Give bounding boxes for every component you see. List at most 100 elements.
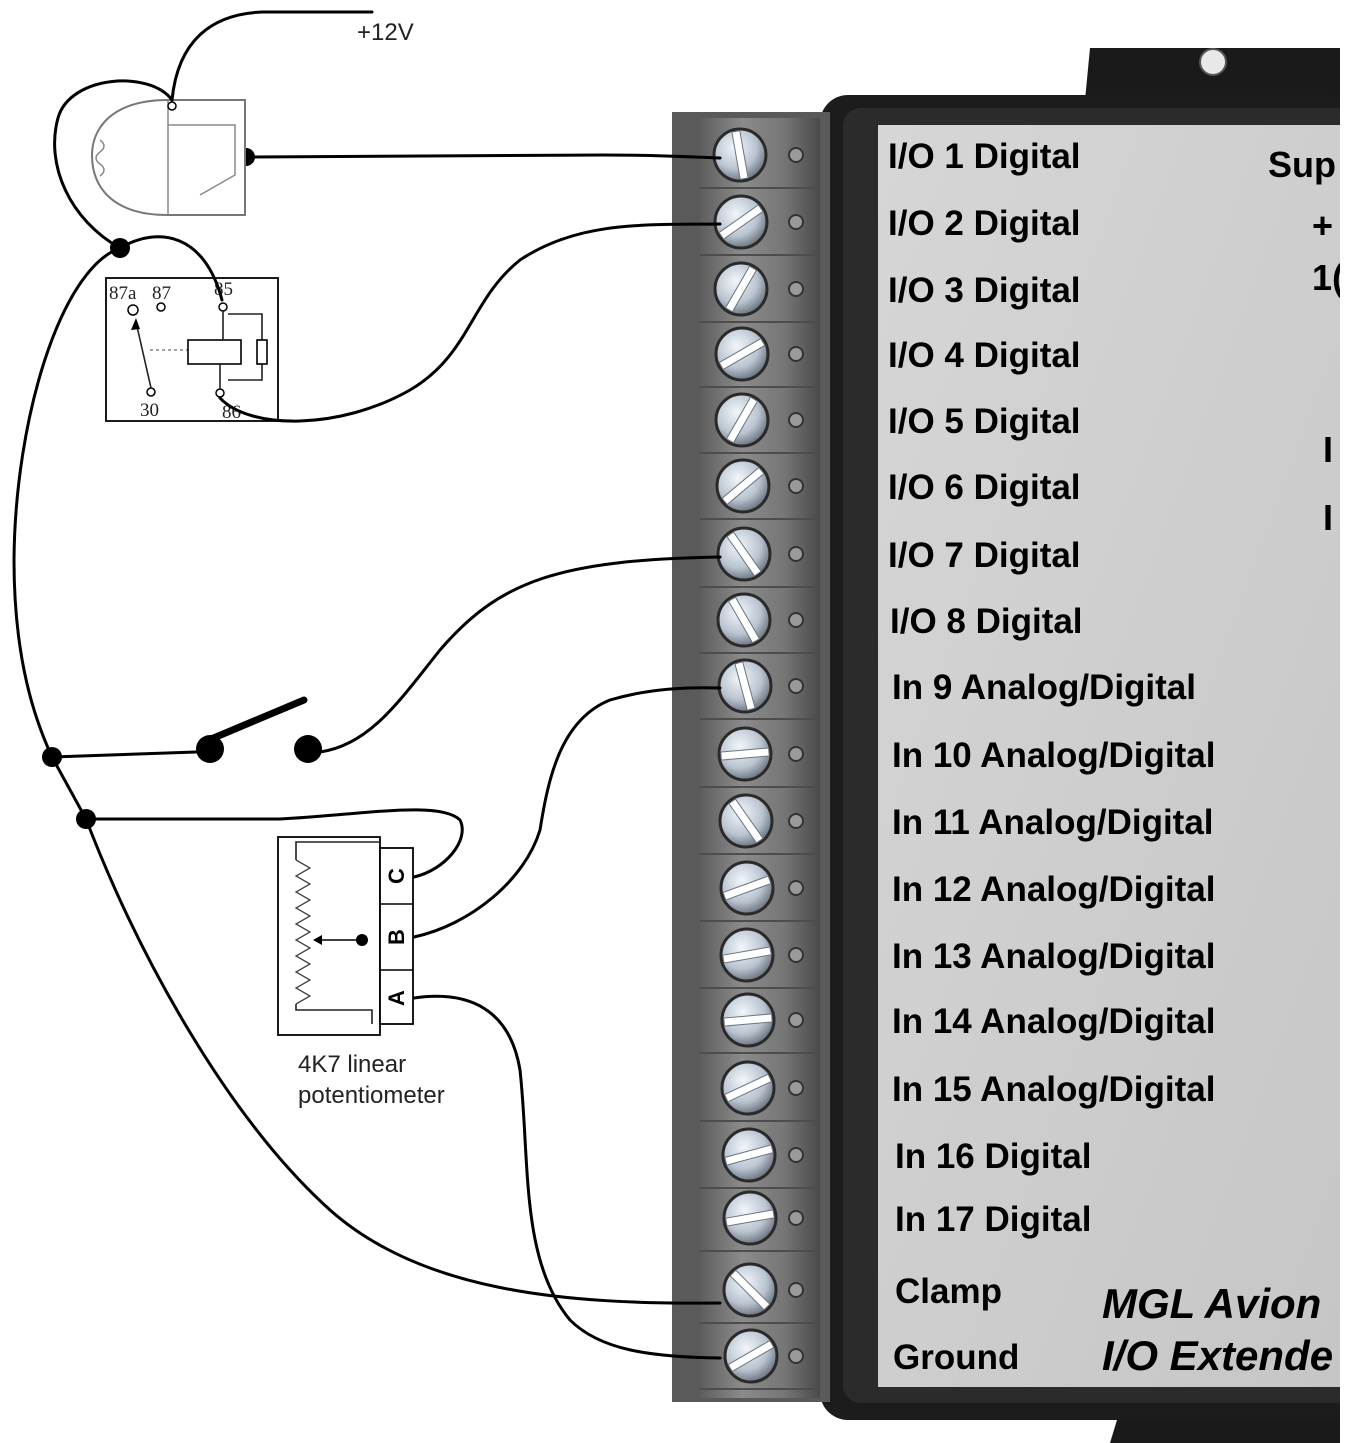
terminal-17: In 17 Digital <box>700 1190 1091 1252</box>
switch <box>196 696 322 763</box>
right-fragment-10: 1( <box>1312 257 1344 298</box>
wire-relay86-to-io2 <box>218 222 722 423</box>
resistor-element <box>294 859 312 1005</box>
terminal-label: In 12 Analog/Digital <box>892 870 1215 909</box>
screw-slot <box>722 875 772 901</box>
terminal-socket <box>788 214 804 230</box>
right-fragment-i-2: I <box>1323 497 1333 538</box>
terminal-label: I/O 5 Digital <box>888 402 1081 441</box>
screw-slot <box>718 337 766 371</box>
top-mounting-hole <box>1199 48 1227 76</box>
pot-caption-line1: 4K7 linear <box>298 1051 406 1078</box>
terminal-16: In 16 Digital <box>700 1127 1091 1189</box>
switch-lever <box>200 696 308 746</box>
terminal-10: In 10 Analog/Digital <box>700 726 1215 788</box>
terminal-socket <box>788 1348 804 1364</box>
terminal-1: I/O 1 Digital <box>700 127 1081 189</box>
relay-pin-85 <box>218 302 228 312</box>
terminal-socket <box>788 880 804 896</box>
wire-switch-to-io7 <box>318 555 722 754</box>
wire-pot-a-to-ground <box>412 994 722 1360</box>
lamp-filament <box>95 139 105 177</box>
terminal-11: In 11 Analog/Digital <box>700 793 1214 855</box>
screw-slot <box>720 747 770 761</box>
terminal-label: Ground <box>893 1338 1019 1377</box>
terminal-label: I/O 6 Digital <box>888 468 1081 507</box>
screw-slot <box>724 265 758 313</box>
terminal-socket <box>788 147 804 163</box>
terminal-19: Ground <box>700 1328 1019 1390</box>
terminal-socket <box>788 1282 804 1298</box>
terminal-label: I/O 1 Digital <box>888 137 1081 176</box>
lamp <box>90 99 255 216</box>
wire-bus-to-clamp <box>84 817 722 1305</box>
screw-slot <box>727 596 761 644</box>
relay-pin-87a-label: 87a <box>109 283 137 304</box>
terminal-socket <box>788 612 804 628</box>
screw-slot <box>724 1144 774 1166</box>
screw-slot <box>723 1013 773 1027</box>
terminal-18: Clamp <box>700 1262 1002 1324</box>
screw-slot <box>729 1269 771 1311</box>
potentiometer: C B A 4K7 linear potentiometer <box>277 836 445 1109</box>
relay-pin-30 <box>146 387 156 397</box>
terminal-6: I/O 6 Digital <box>700 458 1081 520</box>
terminal-label: I/O 7 Digital <box>888 536 1081 575</box>
wire-pot-c <box>84 808 464 879</box>
terminal-label: I/O 2 Digital <box>888 204 1081 243</box>
relay-pin-87-label: 87 <box>152 283 171 304</box>
screw-slot <box>725 1209 775 1227</box>
pot-terminal-c-label: C <box>384 868 409 884</box>
terminal-14: In 14 Analog/Digital <box>700 992 1215 1054</box>
screw-slot <box>723 1073 773 1103</box>
screw-slot <box>731 130 749 180</box>
terminal-socket <box>788 1012 804 1028</box>
relay-pin-87 <box>156 302 166 312</box>
terminal-socket <box>788 1210 804 1226</box>
terminal-label: In 16 Digital <box>895 1137 1091 1176</box>
terminal-socket <box>788 281 804 297</box>
terminal-socket <box>788 746 804 762</box>
terminal-5: I/O 5 Digital <box>700 392 1081 454</box>
screw-slot <box>722 946 772 964</box>
screw-slot <box>728 798 764 844</box>
wire-junction-to-relay85 <box>118 235 224 302</box>
terminal-12: In 12 Analog/Digital <box>700 860 1215 922</box>
terminal-socket <box>788 813 804 829</box>
supply-label: +12V <box>357 19 414 46</box>
terminal-label: In 15 Analog/Digital <box>892 1070 1215 1109</box>
wire-left-bus <box>12 246 122 759</box>
right-fragment-i-1: I <box>1323 429 1333 470</box>
relay-diode <box>256 339 268 365</box>
wire-supply <box>170 10 374 102</box>
relay-pin-30-label: 30 <box>140 400 159 421</box>
screw-slot <box>721 466 765 506</box>
terminal-8: I/O 8 Digital <box>700 592 1083 654</box>
brand-line1: MGL Avion <box>1102 1280 1321 1327</box>
terminal-label: In 14 Analog/Digital <box>892 1002 1215 1041</box>
terminal-label: In 9 Analog/Digital <box>892 668 1196 707</box>
terminal-7: I/O 7 Digital <box>700 526 1081 588</box>
terminal-9: In 9 Analog/Digital <box>700 658 1196 720</box>
wire-lamp-to-io1 <box>252 153 722 160</box>
screw-slot <box>734 661 756 711</box>
terminal-label: In 11 Analog/Digital <box>892 803 1214 842</box>
terminal-socket <box>788 346 804 362</box>
brand-line2: I/O Extende <box>1102 1332 1333 1379</box>
terminal-socket <box>788 1147 804 1163</box>
terminal-15: In 15 Analog/Digital <box>700 1060 1215 1122</box>
wires <box>12 10 722 1360</box>
junction-dot <box>110 238 130 258</box>
terminal-2: I/O 2 Digital <box>700 194 1081 256</box>
right-fragment-sup: Sup <box>1268 144 1336 185</box>
terminal-socket <box>788 947 804 963</box>
wire-lamp-loop <box>53 79 174 250</box>
relay: 87a 87 85 30 86 <box>105 277 279 423</box>
screw-slot <box>725 396 759 444</box>
terminal-socket <box>788 678 804 694</box>
wire-pot-b-to-in9 <box>412 686 722 939</box>
screw-slot <box>718 204 764 240</box>
potentiometer-terminal-strip <box>379 847 414 1025</box>
terminal-13: In 13 Analog/Digital <box>700 927 1215 989</box>
